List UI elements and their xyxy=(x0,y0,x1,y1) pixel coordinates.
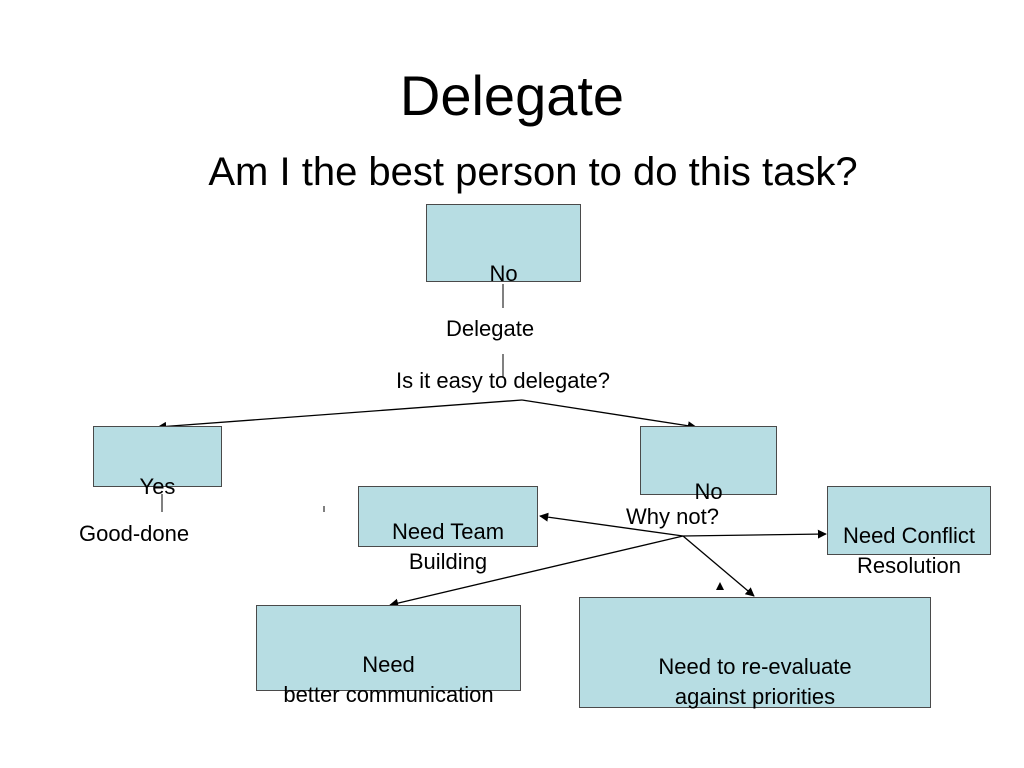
label-why-not: Why not? xyxy=(626,504,719,529)
box-communication: Need better communication xyxy=(256,605,521,707)
arrow-why-not-to-communication xyxy=(389,535,684,608)
slide-title: Delegate xyxy=(399,64,625,127)
arrow-why-not-to-team-building xyxy=(539,512,684,537)
arrow-why-not-to-re-evaluate xyxy=(682,535,755,597)
box-top-no-label: No xyxy=(489,261,518,286)
box-re-evaluate: Need to re-evaluate against priorities xyxy=(579,597,931,709)
box-top-no: No xyxy=(426,204,581,286)
box-yes-label: Yes xyxy=(139,474,176,499)
box-communication-label: Need better communication xyxy=(283,652,494,707)
label-delegate: Delegate xyxy=(446,316,535,341)
arrow-question-to-yes xyxy=(157,399,523,431)
box-team-building-label: Need Team Building xyxy=(391,519,505,574)
label-question: Is it easy to delegate? xyxy=(396,368,611,393)
slide-subtitle: Am I the best person to do this task? xyxy=(208,150,858,194)
label-good-done: Good-done xyxy=(79,521,190,546)
box-team-building: Need Team Building xyxy=(358,486,538,574)
box-branch-no-label: No xyxy=(694,479,723,504)
box-conflict-resolution-label: Need Conflict Resolution xyxy=(842,523,976,578)
box-branch-no: No xyxy=(640,426,777,504)
stray-arrowhead-mark xyxy=(716,582,724,590)
box-re-evaluate-label: Need to re-evaluate against priorities xyxy=(658,654,852,709)
arrow-question-to-no xyxy=(521,399,697,431)
box-conflict-resolution: Need Conflict Resolution xyxy=(827,486,991,578)
arrow-why-not-to-conflict-resolution xyxy=(682,529,827,539)
box-yes: Yes xyxy=(93,426,222,499)
